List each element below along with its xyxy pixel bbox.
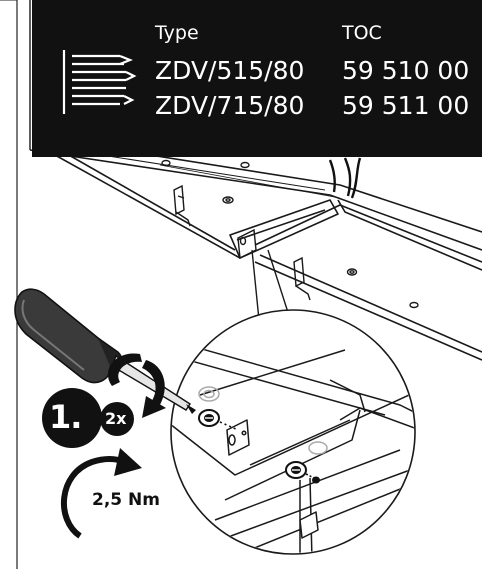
table-row-1-type: ZDV/515/80	[155, 56, 305, 85]
screw-bottom	[285, 461, 320, 484]
rail-details	[161, 159, 419, 309]
step-number-label: 1.	[49, 398, 82, 436]
column-header-type: Type	[155, 22, 199, 44]
rotate-clockwise-icon	[107, 353, 166, 418]
torque-arc-icon	[60, 448, 142, 539]
info-panel	[32, 0, 482, 157]
torque-value-label: 2,5 Nm	[92, 490, 160, 510]
cable-bundle	[328, 157, 362, 199]
screw-top	[198, 409, 239, 431]
cable-comb-icon	[62, 50, 137, 114]
repeat-count-label: 2x	[105, 409, 127, 428]
table-row-1-toc: 59 510 00	[342, 56, 470, 85]
table-row-2-toc: 59 511 00	[342, 91, 470, 120]
table-row-2-type: ZDV/715/80	[155, 91, 305, 120]
repeat-count-badge	[100, 402, 134, 436]
step-number-badge	[42, 388, 102, 448]
screwdriver-icon	[14, 288, 196, 414]
column-header-toc: TOC	[342, 22, 382, 44]
zoom-detail-circle	[170, 309, 416, 555]
